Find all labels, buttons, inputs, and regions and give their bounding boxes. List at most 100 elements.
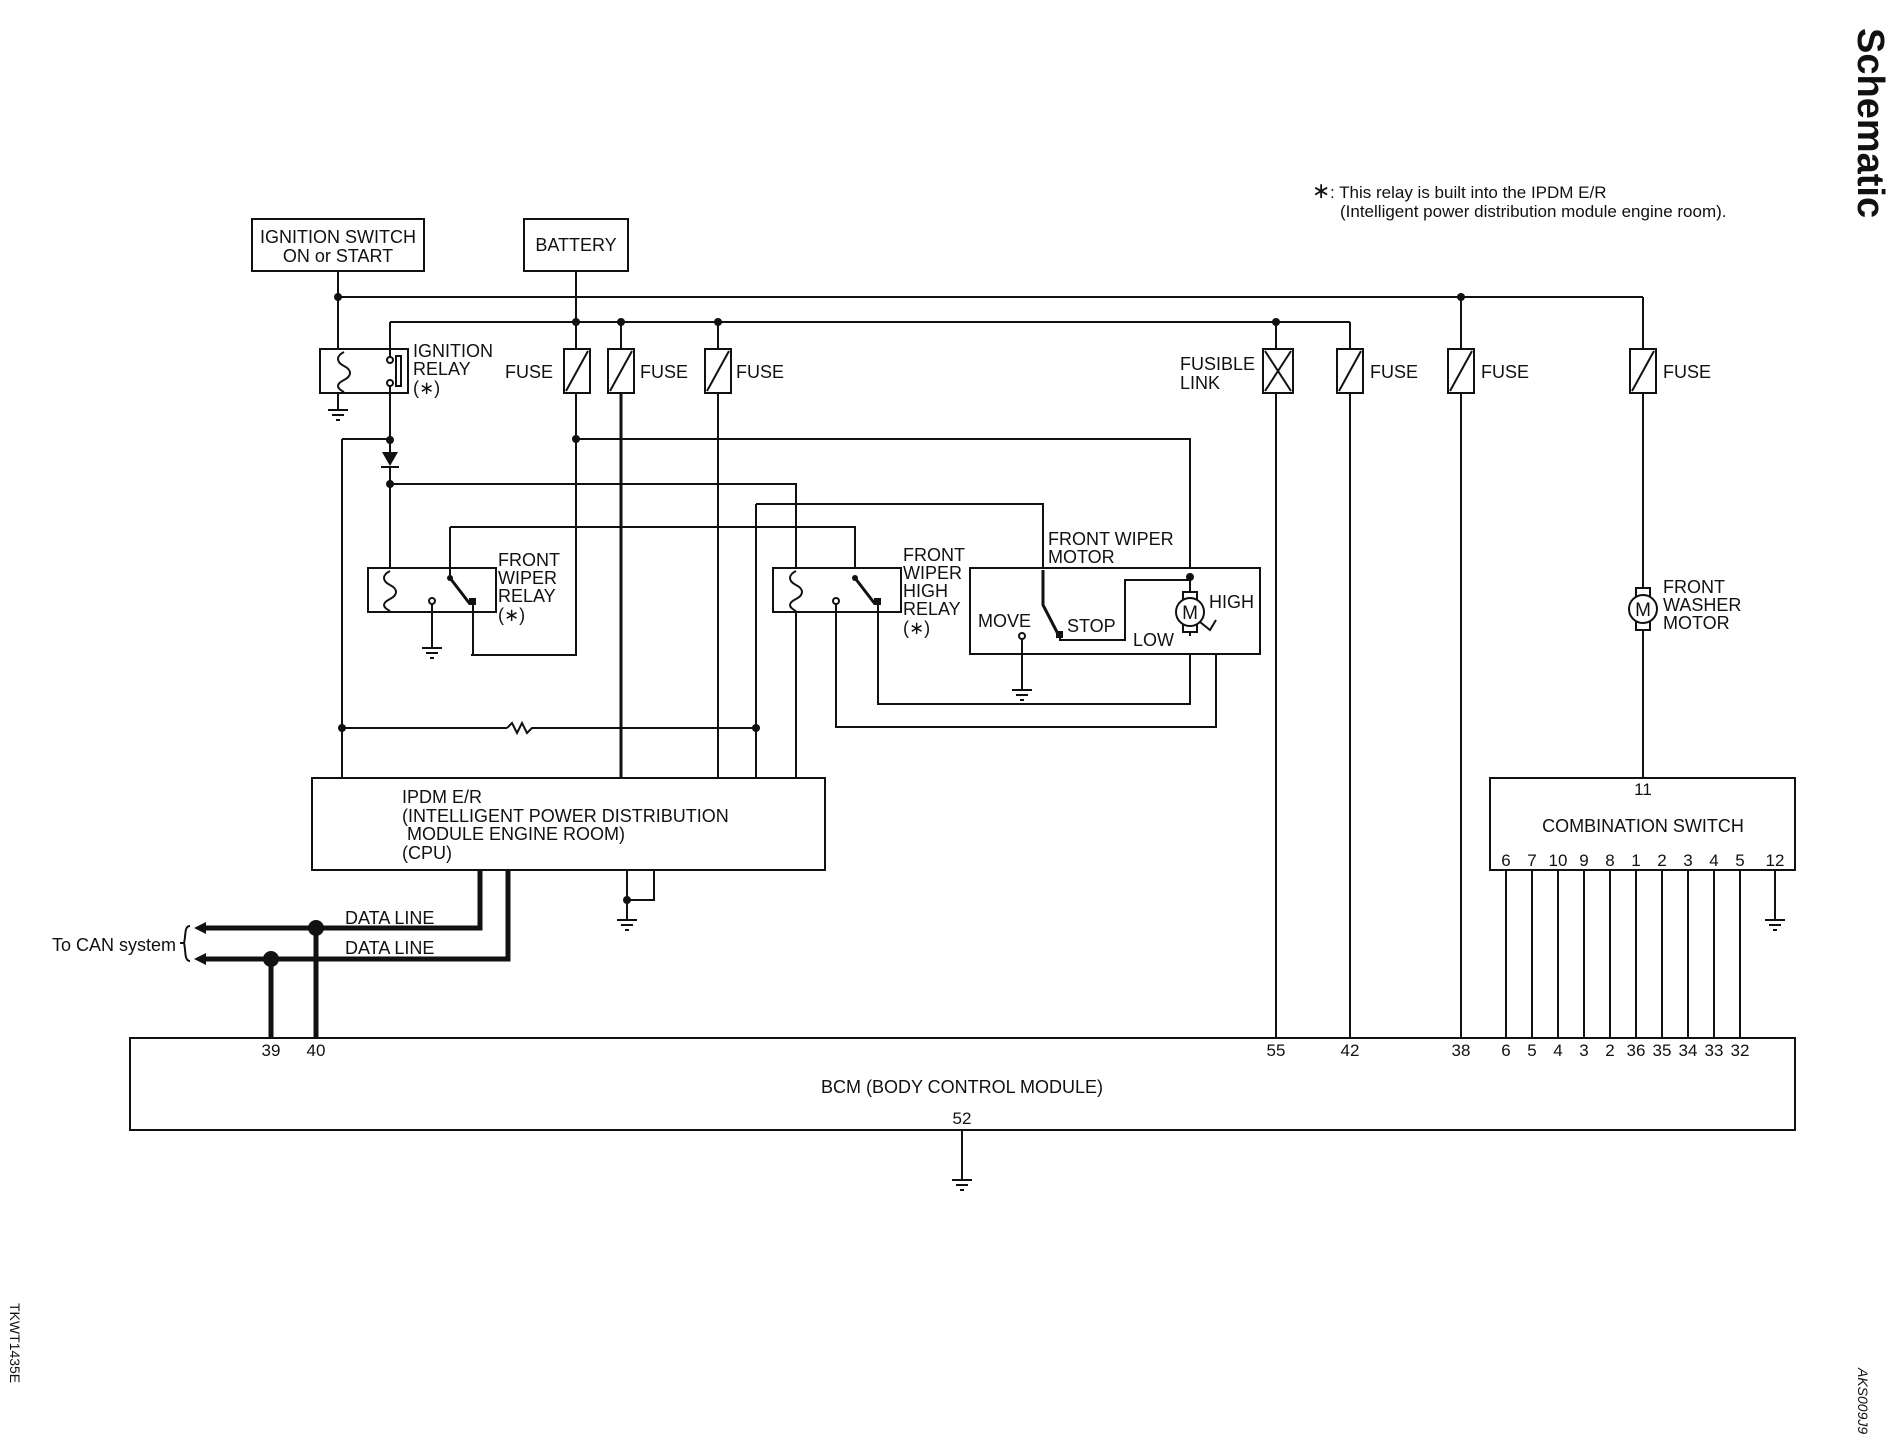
bcm-pin-left-0: 39 bbox=[262, 1041, 281, 1060]
fusible-link-line-2: LINK bbox=[1180, 373, 1220, 393]
note-line-2: (Intelligent power distribution module e… bbox=[1340, 202, 1726, 221]
front-wiper-relay: FRONT WIPER RELAY (∗) bbox=[367, 526, 856, 659]
wiper-motor-stop: STOP bbox=[1067, 616, 1116, 636]
combination-switch-pin-6: 2 bbox=[1657, 851, 1666, 870]
wiper-motor-move: MOVE bbox=[978, 611, 1031, 631]
fuse-3: FUSE bbox=[704, 348, 784, 394]
bcm-pin-right-9: 35 bbox=[1653, 1041, 1672, 1060]
fuse-5: FUSE bbox=[1447, 348, 1529, 394]
front-washer-motor: M FRONT WASHER MOTOR bbox=[1628, 577, 1741, 778]
washer-motor-m: M bbox=[1635, 600, 1651, 621]
data-line-1: DATA LINE bbox=[345, 908, 434, 928]
bcm-pin-right-4: 5 bbox=[1527, 1041, 1536, 1060]
front-wiper-high-relay-line-3: HIGH bbox=[903, 581, 948, 601]
front-wiper-high-relay-line-2: WIPER bbox=[903, 563, 962, 583]
to-can-system: To CAN system bbox=[52, 935, 176, 955]
fusible-link: FUSIBLE LINK bbox=[1180, 348, 1294, 394]
bcm-pin-right-7: 2 bbox=[1605, 1041, 1614, 1060]
bcm-pin-right-10: 34 bbox=[1679, 1041, 1698, 1060]
fuse-3-label: FUSE bbox=[736, 362, 784, 382]
combination-switch-pin-10: 12 bbox=[1766, 851, 1785, 870]
ignition-switch-line-1: IGNITION SWITCH bbox=[260, 227, 416, 247]
ipdm-line-1: IPDM E/R bbox=[402, 787, 482, 807]
combination-switch-top-pin: 11 bbox=[1634, 780, 1652, 799]
combination-switch-pin-1: 7 bbox=[1527, 851, 1536, 870]
bcm-pin-right-3: 6 bbox=[1501, 1041, 1510, 1060]
wiper-motor-title-1: FRONT WIPER bbox=[1048, 529, 1174, 549]
code-left: TKWT1435E bbox=[7, 1303, 23, 1383]
fuse-1-label: FUSE bbox=[505, 362, 553, 382]
fuse-2-label: FUSE bbox=[640, 362, 688, 382]
bcm-pins-left: 39 40 bbox=[262, 1041, 326, 1060]
page-title: Schematic bbox=[1849, 28, 1886, 218]
bcm-pin-right-0: 55 bbox=[1267, 1041, 1286, 1060]
front-wiper-high-relay-line-1: FRONT bbox=[903, 545, 965, 565]
combination-switch-pin-3: 9 bbox=[1579, 851, 1588, 870]
ipdm-line-3: MODULE ENGINE ROOM) bbox=[402, 824, 625, 844]
fuse-5-label: FUSE bbox=[1481, 362, 1529, 382]
combination-switch-pin-2: 10 bbox=[1549, 851, 1568, 870]
data-line-2: DATA LINE bbox=[345, 938, 434, 958]
combination-switch-pin-8: 4 bbox=[1709, 851, 1718, 870]
wiper-motor-title-2: MOTOR bbox=[1048, 547, 1115, 567]
combination-switch-pin-4: 8 bbox=[1605, 851, 1614, 870]
note-line-1: : This relay is built into the IPDM E/R bbox=[1330, 183, 1607, 202]
ipdm-line-4: (CPU) bbox=[402, 843, 452, 863]
wiper-motor-high: HIGH bbox=[1209, 592, 1254, 612]
front-wiper-high-relay-line-4: RELAY bbox=[903, 599, 961, 619]
diode bbox=[381, 452, 399, 468]
bcm-pin-left-1: 40 bbox=[307, 1041, 326, 1060]
front-wiper-relay-line-4: (∗) bbox=[498, 605, 525, 625]
fusible-link-line-1: FUSIBLE bbox=[1180, 354, 1255, 374]
fuse-6: FUSE bbox=[1629, 348, 1711, 394]
ignition-relay-line-3: (∗) bbox=[413, 378, 440, 398]
washer-motor-line-2: WASHER bbox=[1663, 595, 1741, 615]
combination-switch-label: COMBINATION SWITCH bbox=[1542, 816, 1744, 836]
junction-dots bbox=[334, 293, 1465, 904]
ignition-switch-box: IGNITION SWITCH ON or START bbox=[251, 218, 425, 272]
front-wiper-high-relay: FRONT WIPER HIGH RELAY (∗) bbox=[772, 545, 1217, 728]
ignition-switch-line-2: ON or START bbox=[283, 246, 393, 266]
front-wiper-relay-line-1: FRONT bbox=[498, 550, 560, 570]
fuse-feed-wires bbox=[471, 297, 1644, 1038]
ignition-relay: IGNITION RELAY (∗) bbox=[319, 297, 493, 440]
bcm-pin-right-11: 33 bbox=[1705, 1041, 1724, 1060]
bcm-pin-right-6: 3 bbox=[1579, 1041, 1588, 1060]
combination-switch-pin-0: 6 bbox=[1501, 851, 1510, 870]
power-bus-wires bbox=[337, 271, 1643, 323]
fuse-6-label: FUSE bbox=[1663, 362, 1711, 382]
bcm-pin-right-2: 38 bbox=[1452, 1041, 1471, 1060]
ipdm-er-module: IPDM E/R (INTELLIGENT POWER DISTRIBUTION… bbox=[311, 777, 826, 931]
front-wiper-relay-line-3: RELAY bbox=[498, 586, 556, 606]
control-wires bbox=[341, 438, 1191, 778]
fuse-2: FUSE bbox=[607, 348, 688, 394]
combination-switch-pin-9: 5 bbox=[1735, 851, 1744, 870]
bcm-ground-pin: 52 bbox=[953, 1109, 972, 1128]
wiper-motor-m: M bbox=[1182, 603, 1198, 624]
fuse-4-label: FUSE bbox=[1370, 362, 1418, 382]
ipdm-line-2: (INTELLIGENT POWER DISTRIBUTION bbox=[402, 806, 729, 826]
front-wiper-relay-line-2: WIPER bbox=[498, 568, 557, 588]
combination-switch-pin-5: 1 bbox=[1631, 851, 1640, 870]
can-data-lines: DATA LINE DATA LINE To CAN system bbox=[52, 870, 511, 1038]
washer-motor-line-1: FRONT bbox=[1663, 577, 1725, 597]
front-wiper-high-relay-line-5: (∗) bbox=[903, 618, 930, 638]
bcm-pin-right-8: 36 bbox=[1627, 1041, 1646, 1060]
fuse-1: FUSE bbox=[505, 348, 591, 394]
bcm-label: BCM (BODY CONTROL MODULE) bbox=[821, 1077, 1103, 1097]
bcm-pin-right-12: 32 bbox=[1731, 1041, 1750, 1060]
washer-motor-line-3: MOTOR bbox=[1663, 613, 1730, 633]
fuse-4: FUSE bbox=[1336, 348, 1418, 394]
code-right: AKS009J9 bbox=[1855, 1367, 1871, 1434]
bcm-module: BCM (BODY CONTROL MODULE) 52 39 40 55 4 2 38… bbox=[129, 1037, 1796, 1191]
ignition-relay-line-1: IGNITION bbox=[413, 341, 493, 361]
combination-switch-pin-7: 3 bbox=[1683, 851, 1692, 870]
bcm-pin-right-5: 4 bbox=[1553, 1041, 1562, 1060]
relay-note: ∗ : This relay is built into the IPDM E/… bbox=[1312, 178, 1726, 221]
battery-box: BATTERY bbox=[523, 218, 629, 272]
battery-label: BATTERY bbox=[535, 235, 616, 255]
